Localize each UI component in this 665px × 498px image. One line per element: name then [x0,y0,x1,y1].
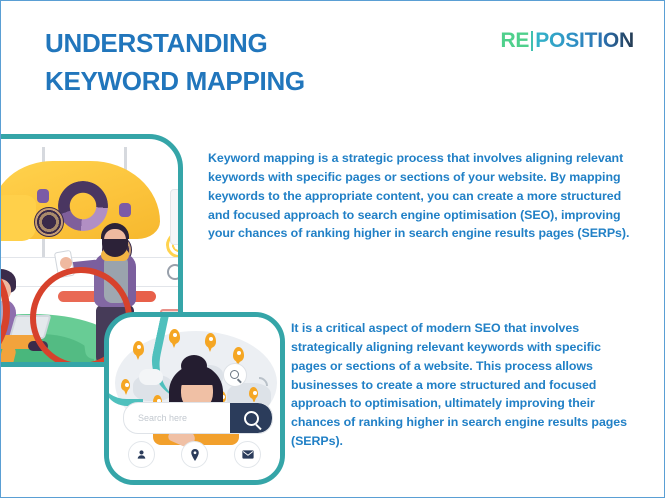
pulley-icon-1 [34,207,64,237]
magnifying-glass-icon-small [30,267,132,362]
man-hand [60,257,72,269]
logo-suffix: POSITION [535,29,634,52]
server-rack-icon [170,189,178,245]
seo-analysis-illustration [1,134,183,367]
search-input[interactable]: Search here [138,413,188,423]
girl-hair-fringe [177,367,217,385]
page-title: UNDERSTANDING KEYWORD MAPPING [45,25,425,100]
bulb-icon-1 [37,189,49,203]
search-bar[interactable]: Search here [123,402,273,434]
brand-logo: RE POSITION [500,29,634,53]
paragraph-1: Keyword mapping is a strategic process t… [208,151,630,241]
search-icon [230,370,239,379]
teal-swoosh-2 [109,373,143,406]
illustration-top-scene [1,139,178,362]
location-pin-icon-button[interactable] [181,441,208,468]
location-pin-icon [205,333,216,352]
cloud-bubble-icon [139,369,163,385]
location-pin-icon [169,329,180,348]
person-icon-button[interactable] [128,441,155,468]
page-title-line-2: KEYWORD MAPPING [45,65,305,96]
search-bubble [223,363,247,387]
action-icon-row [109,441,280,468]
donut-chart-icon [58,181,108,231]
location-pin-icon [249,387,258,403]
paragraph-2: It is a critical aspect of modern SEO th… [291,321,627,449]
woman-leg-lower [1,343,18,362]
illustration-bottom-scene: Search here [109,317,280,480]
logo-divider-icon [531,31,534,51]
location-pin-icon [121,379,130,395]
search-engine-illustration: Search here [104,312,285,485]
search-button[interactable] [230,403,272,433]
man-beard [102,239,128,257]
logo-prefix: RE [500,29,530,52]
page-title-line-1: UNDERSTANDING [45,28,268,58]
person-icon [137,450,146,459]
bulb-icon-2 [119,203,131,217]
location-pin-icon [233,347,244,366]
envelope-icon [241,450,254,459]
envelope-icon-button[interactable] [234,441,261,468]
search-icon [167,264,178,280]
location-pin-icon [133,341,144,360]
search-icon [243,410,259,426]
location-pin-icon [190,448,199,461]
